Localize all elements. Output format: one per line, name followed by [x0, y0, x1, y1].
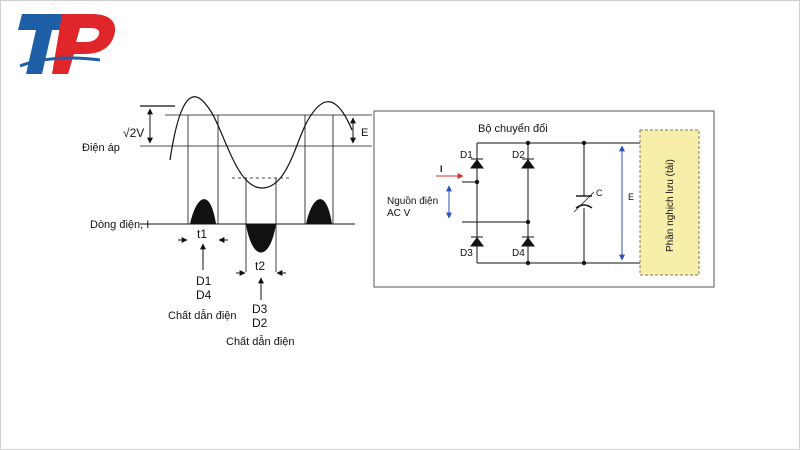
capacitor-symbol — [573, 191, 595, 213]
junction-dot — [474, 179, 480, 185]
current-pulse-1 — [190, 199, 216, 224]
diode-d4-label: D4 — [512, 248, 525, 259]
junction-dot — [581, 260, 587, 266]
current-arrow-label: I — [440, 164, 443, 174]
converter-label: Bộ chuyển đổi — [478, 123, 548, 135]
waveform-panel: √2V Điện áp E Dòng điện, I t1 t2 D1 D4 C… — [82, 96, 372, 348]
current-label: Dòng điện, I — [90, 219, 149, 231]
t1-label: t1 — [197, 227, 207, 241]
conduct1-text: Chất dẫn điện — [168, 309, 237, 322]
diode-d1-label: D1 — [460, 150, 473, 161]
capacitor-label: C — [596, 188, 603, 198]
diode-d4-symbol — [521, 237, 535, 247]
circuit-panel: Bộ chuyển đổi D1 D2 D3 D4 I Nguồn điện A… — [373, 110, 715, 288]
amplitude-label: √2V — [123, 126, 144, 140]
voltage-sine-wave — [169, 96, 353, 189]
conduct2-text: Chất dẫn điện — [226, 335, 295, 348]
current-pulse-3 — [306, 199, 332, 224]
voltage-label: Điện áp — [82, 142, 120, 154]
logo-p-shape — [52, 14, 116, 74]
junction-dot — [525, 219, 531, 225]
diode-d3-label: D3 — [460, 248, 473, 259]
junction-dot — [525, 140, 531, 146]
diode-d2-symbol — [521, 159, 535, 169]
load-box — [639, 129, 700, 276]
conduct1-diode-bottom: D4 — [196, 288, 212, 302]
t2-label: t2 — [255, 259, 265, 273]
e-label-circuit: E — [628, 192, 634, 202]
diode-d3-symbol — [470, 237, 484, 247]
logo-swoosh — [19, 56, 101, 68]
current-pulse-2 — [246, 224, 276, 253]
tp-logo — [18, 14, 116, 74]
conduct1-diode-top: D1 — [196, 274, 212, 288]
diode-d1-symbol — [470, 159, 484, 169]
logo-t-shape — [18, 14, 72, 74]
junction-dot — [581, 140, 587, 146]
source-label-line1: Nguồn điện — [387, 195, 438, 207]
junction-dot — [525, 260, 531, 266]
diode-d2-label: D2 — [512, 150, 525, 161]
source-label-line2: AC V — [387, 208, 411, 219]
e-label-wave: E — [361, 127, 368, 139]
conduct2-diode-bottom: D2 — [252, 316, 268, 330]
load-label: Phần nghịch lưu (tải) — [664, 159, 676, 252]
conduct2-diode-top: D3 — [252, 302, 268, 316]
